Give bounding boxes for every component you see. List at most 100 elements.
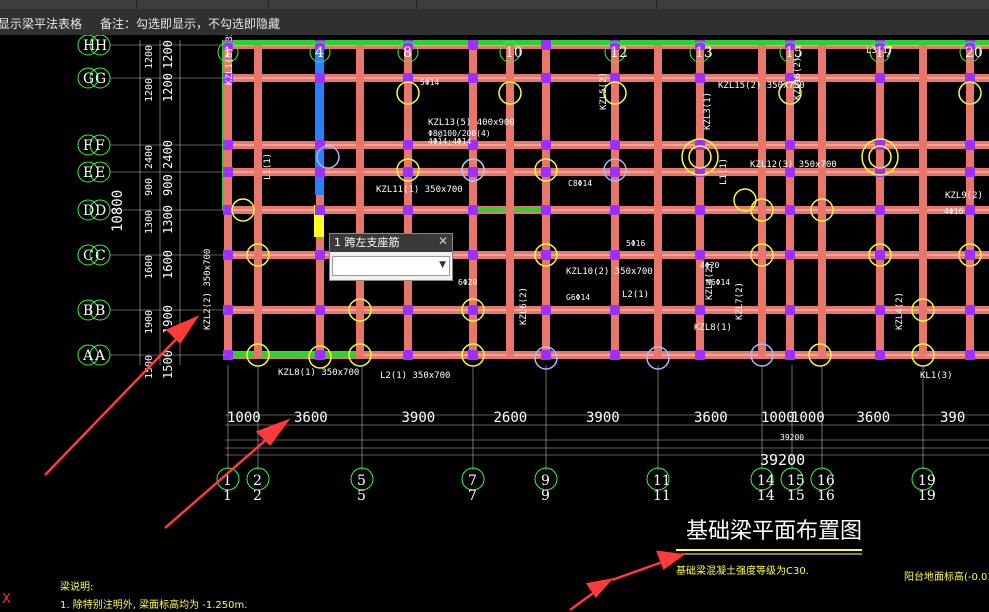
- column: [610, 250, 620, 260]
- column: [875, 305, 885, 315]
- beam-label: KZL13(5) 400x900: [428, 118, 515, 128]
- column: [965, 250, 975, 260]
- column: [223, 73, 233, 83]
- top-axis-bubble: [397, 41, 419, 63]
- total-height-dim: 10800: [110, 190, 126, 232]
- column: [468, 40, 478, 50]
- bottom-axis-label: 9: [541, 473, 550, 489]
- vertical-beam: [876, 45, 884, 357]
- rebar-popup: 1 跨左支座筋 ✕ ▼: [329, 233, 453, 281]
- column: [965, 40, 975, 50]
- selected-beam: [315, 45, 324, 195]
- bottom-axis-label-lower: 16: [817, 488, 835, 504]
- column: [541, 205, 551, 215]
- column-marker: [603, 81, 627, 105]
- bottom-axis-label-lower: 2: [253, 488, 262, 504]
- vertical-beam: [758, 45, 766, 357]
- top-axis-label: 10: [505, 45, 523, 61]
- bottom-axis-bubble: [810, 467, 834, 491]
- vertical-beam: [611, 45, 619, 357]
- bottom-axis-label-lower: 7: [468, 488, 477, 504]
- vertical-beam: [356, 45, 364, 357]
- column-marker: [958, 243, 982, 267]
- bottom-axis-bubble: [911, 467, 935, 491]
- total-width-dim-small: 39200: [780, 433, 804, 442]
- column: [695, 167, 705, 177]
- bottom-axis-bubble: [246, 467, 270, 491]
- column: [965, 305, 975, 315]
- row-axis-bubble: [77, 67, 99, 89]
- column: [468, 350, 478, 360]
- row-axis-bubble: [77, 344, 99, 366]
- green-beam: [228, 352, 363, 358]
- bottom-axis-label: 19: [918, 473, 936, 489]
- column-marker: [348, 343, 372, 367]
- bottom-axis-label-lower: 11: [653, 488, 671, 504]
- column: [315, 205, 325, 215]
- row-axis-bubble: [77, 244, 99, 266]
- vertical-beam: [654, 45, 662, 357]
- beam-label: KZL15(2) 350x700: [718, 81, 805, 91]
- beam-label: KL1(3): [920, 371, 953, 381]
- column: [695, 140, 705, 150]
- column: [965, 205, 975, 215]
- chevron-down-icon[interactable]: ▼: [439, 260, 446, 270]
- rebar-label: Φ8@100/200(4): [428, 129, 491, 138]
- column: [315, 305, 325, 315]
- top-axis-bubble: [499, 41, 521, 63]
- row-axis-bubble: [89, 134, 111, 156]
- bottom-axis-label: 7: [468, 473, 477, 489]
- bottom-spacing-dim: 3600: [857, 410, 891, 426]
- column-marker: [534, 243, 558, 267]
- row-axis-label: B: [83, 303, 93, 319]
- popup-title: 1 跨左支座筋: [330, 234, 452, 252]
- column-marker: [958, 81, 982, 105]
- row-dim-large: 1300: [161, 205, 175, 234]
- column: [875, 250, 885, 260]
- column: [468, 73, 478, 83]
- column-marker: [750, 198, 774, 222]
- show-beam-table-toggle[interactable]: 显示梁平法表格: [0, 17, 83, 31]
- top-axis-label: 12: [610, 45, 628, 61]
- row-dim-large: 900: [161, 174, 175, 196]
- column: [785, 140, 795, 150]
- column: [695, 40, 705, 50]
- support-rebar-input[interactable]: ▼: [332, 256, 450, 276]
- column-marker: [534, 158, 558, 182]
- row-dim-large: 1200: [161, 40, 175, 69]
- beam-label: KZL7(2): [735, 282, 745, 320]
- row-axis-label: A: [94, 348, 106, 364]
- column: [468, 205, 478, 215]
- beam-label: KZL1(3) 350x700: [225, 35, 235, 85]
- bottom-axis-bubble: [461, 467, 485, 491]
- row-axis-bubble: [89, 244, 111, 266]
- bottom-axis-label-lower: 1: [223, 488, 232, 504]
- bottom-spacing-dim: 3600: [294, 410, 328, 426]
- notes-title: 梁说明:: [60, 580, 93, 593]
- bottom-axis-bubble: [350, 467, 374, 491]
- bottom-axis-label-lower: 19: [918, 488, 936, 504]
- drawing-title: 基础梁平面布置图: [686, 519, 862, 544]
- top-axis-bubble: [959, 41, 981, 63]
- top-axis-bubble: [869, 41, 891, 63]
- row-dim-large: 1200: [161, 73, 175, 102]
- column: [315, 73, 325, 83]
- column: [468, 250, 478, 260]
- top-axis-label: 15: [785, 45, 803, 61]
- row-axis-label: H: [95, 38, 107, 54]
- close-icon[interactable]: ✕: [437, 234, 448, 248]
- row-axis-bubble: [77, 134, 99, 156]
- column: [610, 167, 620, 177]
- column: [965, 140, 975, 150]
- row-dim: 1600: [144, 255, 155, 279]
- options-note: 备注：勾选即显示，不勾选即隐藏: [100, 17, 281, 31]
- bottom-axis-label-lower: 9: [541, 488, 550, 504]
- row-axis-bubble: [89, 35, 111, 56]
- rebar-label: 4Φ20: [700, 261, 719, 270]
- bottom-axis-label: 14: [757, 473, 775, 489]
- bottom-axis-label: 15: [787, 473, 805, 489]
- row-axis-bubble: [89, 161, 111, 183]
- column: [875, 205, 885, 215]
